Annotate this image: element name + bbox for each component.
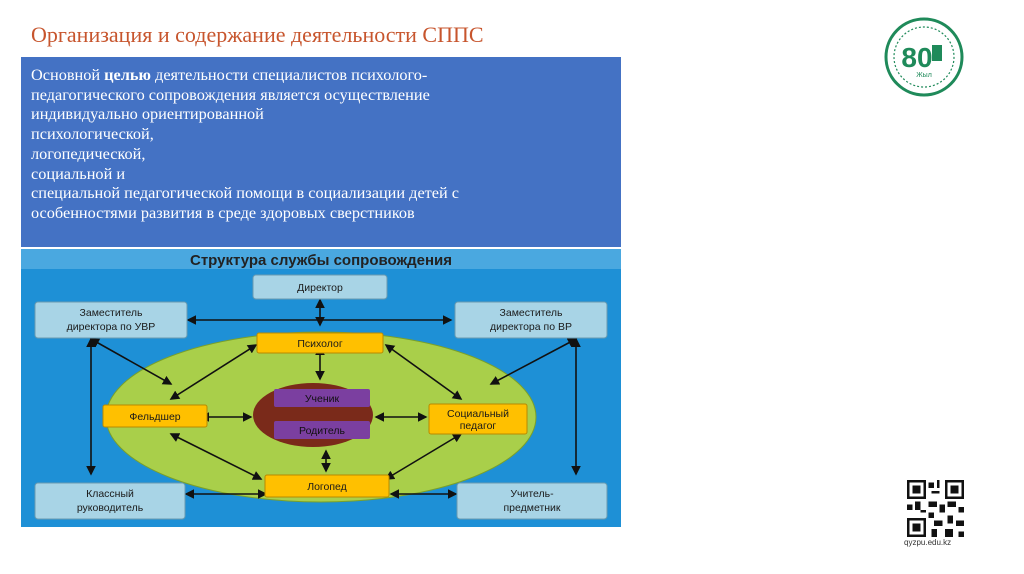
connector-arrows: [86, 298, 581, 499]
goal-line-1-end: деятельности специалистов психолого-: [150, 65, 428, 84]
speech-therapist-label: Логопед: [307, 481, 347, 493]
goal-line-7: специальной педагогической помощи в соци…: [31, 183, 460, 203]
medic-label: Фельдшер: [129, 411, 180, 423]
deputy-vr-box: [454, 301, 608, 339]
goal-line-6: социальной и: [31, 163, 126, 183]
class-teacher-box: [34, 482, 186, 520]
subject-teacher-box: [456, 482, 608, 520]
goal-line-8: особенностями развития в среде здоровых …: [31, 202, 415, 222]
goal-keyword: целью: [104, 65, 151, 84]
social-pedagog-label-1: Социальный: [447, 408, 509, 420]
subject-teacher-label-1: Учитель-: [510, 488, 554, 500]
social-pedagog-box: [428, 403, 528, 435]
student-label: Ученик: [305, 393, 340, 405]
psychologist-label: Психолог: [297, 338, 342, 350]
parent-label: Родитель: [299, 425, 345, 437]
goal-textbox: Основной целью деятельности специалистов…: [21, 57, 621, 247]
social-pedagog-label-2: педагог: [460, 420, 497, 432]
logo-number: 80: [901, 42, 932, 73]
psychologist-box: [256, 332, 384, 354]
deputy-vr-label-1: Заместитель: [500, 307, 563, 319]
deputy-uvr-box: [34, 301, 188, 339]
deputy-vr-label-2: директора по ВР: [490, 321, 572, 333]
class-teacher-label-1: Классный: [86, 488, 134, 500]
speech-therapist-box: [264, 474, 390, 498]
slide-title: Организация и содержание деятельности СП…: [31, 22, 484, 47]
support-service-diagram: Структура службы сопровождения Директор: [21, 249, 621, 527]
class-teacher-label-2: руководитель: [77, 502, 144, 514]
director-box: [252, 274, 388, 300]
qr-code-icon: [907, 480, 964, 537]
subject-teacher-label-2: предметник: [503, 502, 560, 514]
goal-line-2: педагогического сопровождения является о…: [31, 84, 430, 104]
website-label: qyzpu.edu.kz: [904, 538, 952, 547]
goal-line-4: психологической,: [31, 124, 154, 144]
goal-line-5: логопедической,: [31, 143, 146, 163]
medic-box: [102, 404, 208, 428]
student-box: [274, 389, 370, 407]
parent-box: [274, 421, 370, 439]
logo-sub: Жыл: [916, 72, 932, 79]
goal-line-1: Основной целью деятельности специалистов…: [31, 65, 611, 85]
director-label: Директор: [297, 282, 343, 294]
goal-line-3: индивидуально ориентированной: [31, 104, 264, 124]
deputy-uvr-label-2: директора по УВР: [67, 321, 156, 333]
anniversary-seal-icon: 80 Жыл: [884, 17, 964, 97]
deputy-uvr-label-1: Заместитель: [80, 307, 143, 319]
diagram-title: Структура службы сопровождения: [190, 252, 452, 269]
goal-line-1-start: Основной: [31, 65, 105, 84]
